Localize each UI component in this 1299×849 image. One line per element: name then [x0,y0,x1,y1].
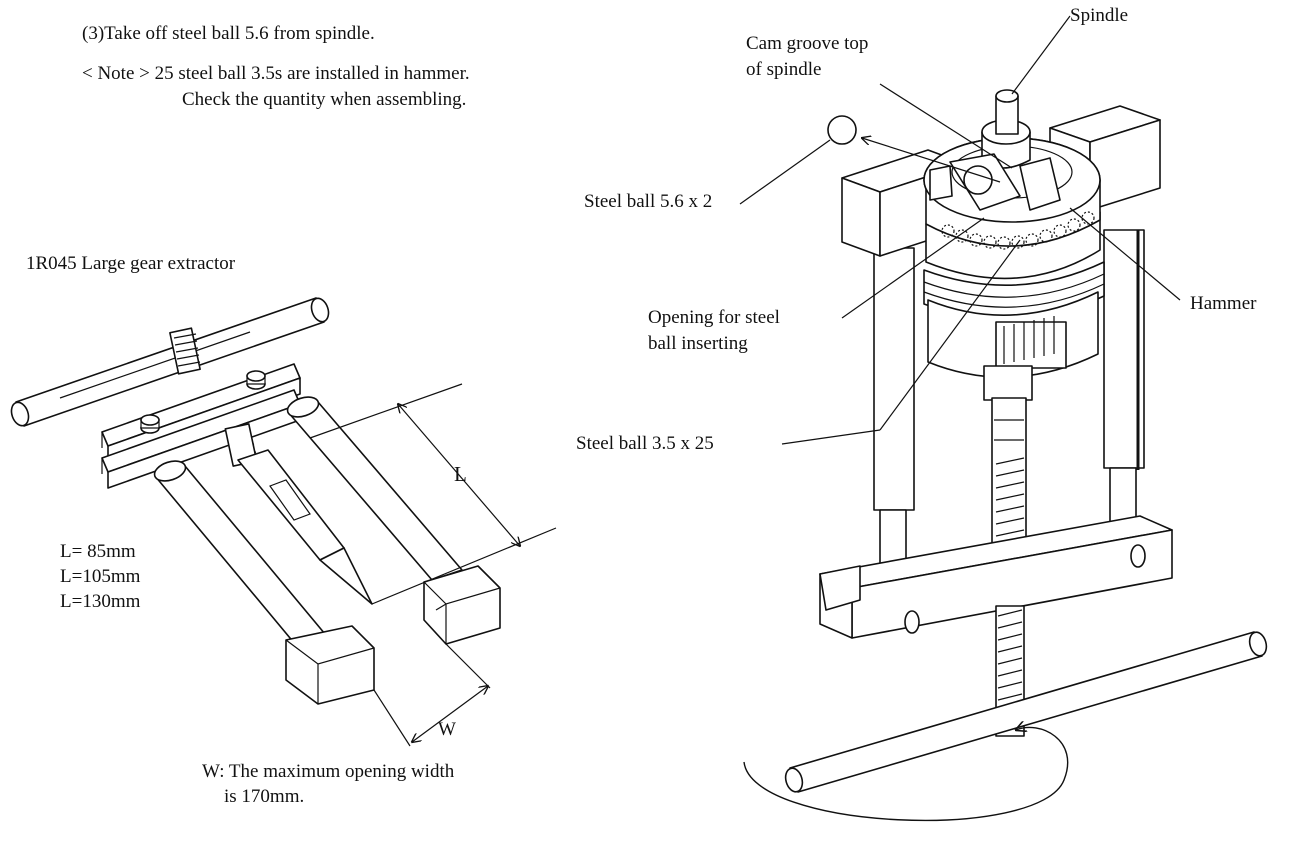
extractor-top-screw [169,327,201,375]
extractor-center-spindle [224,423,373,605]
note-line-1: < Note > 25 steel ball 3.5s are installe… [82,63,470,84]
label-opening-1: Opening for steel [648,307,780,328]
removed-steel-ball [827,115,857,145]
dimension-w-lines [373,643,491,747]
label-cam-groove-1: Cam groove top [746,33,869,54]
leader-lines [739,15,1181,445]
label-cam-groove-2: of spindle [746,59,822,80]
extractor-left-arm [153,460,375,705]
extractor-crossbars [101,363,301,489]
bottom-frame [819,515,1173,639]
length-option-105: L=105mm [60,566,141,587]
label-steel-ball-35: Steel ball 3.5 x 25 [576,433,714,454]
note-line-2: Check the quantity when assembling. [182,89,467,110]
label-steel-ball-56: Steel ball 5.6 x 2 [584,191,713,212]
width-note-line-1: W: The maximum opening width [202,761,455,782]
spindle-assembly-drawing [739,15,1268,822]
step-3-instruction: (3)Take off steel ball 5.6 from spindle. [82,23,375,44]
gear-housing [923,261,1105,401]
center-shaft [991,397,1027,559]
width-note-line-2: is 170mm. [224,786,305,807]
assembly-columns [873,229,1145,601]
dimension-l-lines [309,383,557,605]
label-hammer: Hammer [1190,293,1257,314]
assembly-handle-bar [784,631,1268,793]
extractor-title: 1R045 Large gear extractor [26,253,236,274]
length-option-85: L= 85mm [60,541,136,562]
label-opening-2: ball inserting [648,333,748,354]
gear-extractor-drawing [10,297,557,747]
length-option-130: L=130mm [60,591,141,612]
hammer-steel-balls [941,211,1095,250]
label-spindle: Spindle [1070,5,1129,26]
extractor-handle-bar [10,297,330,427]
rotation-arrow [743,727,1069,822]
cam-groove-area [929,153,1061,211]
